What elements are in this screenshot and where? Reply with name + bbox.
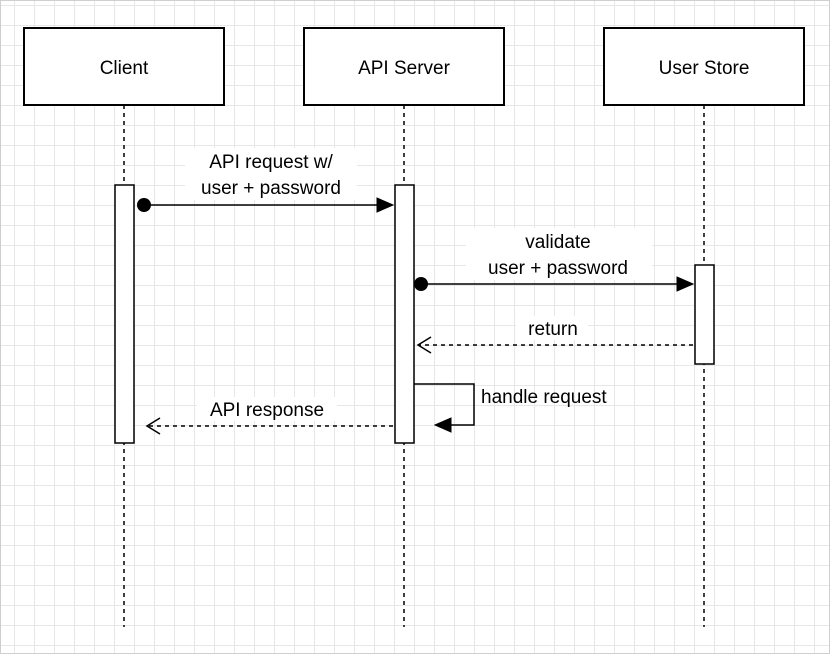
participant-box bbox=[23, 27, 225, 106]
participant-user-store[interactable]: User Store bbox=[603, 27, 805, 106]
participant-label: User Store bbox=[659, 58, 750, 79]
participant-api-server[interactable]: API Server bbox=[303, 27, 505, 106]
message-api-response[interactable]: API response bbox=[145, 397, 393, 435]
message-label-line-2: user + password bbox=[488, 258, 628, 279]
message-validate[interactable]: validate user + password bbox=[414, 228, 695, 292]
arrowhead-filled bbox=[676, 276, 695, 292]
message-label: API response bbox=[210, 400, 324, 421]
message-label-line-1: API request w/ bbox=[209, 152, 333, 173]
message-handle-request[interactable]: handle request bbox=[414, 383, 607, 433]
message-return[interactable]: return bbox=[416, 316, 693, 354]
label-background bbox=[516, 316, 588, 340]
participant-label: Client bbox=[100, 58, 149, 79]
message-label-line-2: user + password bbox=[201, 178, 341, 199]
label-background bbox=[185, 148, 357, 200]
arrowhead-filled bbox=[433, 417, 452, 433]
participant-box bbox=[303, 27, 505, 106]
participant-label: API Server bbox=[358, 58, 451, 79]
message-label: handle request bbox=[481, 387, 607, 408]
label-background bbox=[197, 397, 337, 421]
label-background bbox=[466, 228, 652, 280]
participant-client[interactable]: Client bbox=[23, 27, 225, 106]
activation-bar-api-server bbox=[394, 184, 415, 444]
participant-box bbox=[603, 27, 805, 106]
arrowhead-open bbox=[145, 417, 161, 435]
activation-bar-user-store bbox=[694, 264, 715, 365]
arrowhead-filled bbox=[376, 197, 395, 213]
self-call-line bbox=[414, 383, 475, 426]
arrowhead-open bbox=[416, 336, 432, 354]
message-label: return bbox=[528, 319, 578, 340]
activation-bar-client bbox=[114, 184, 135, 444]
message-api-request[interactable]: API request w/ user + password bbox=[137, 148, 395, 213]
message-label-line-1: validate bbox=[525, 232, 591, 253]
